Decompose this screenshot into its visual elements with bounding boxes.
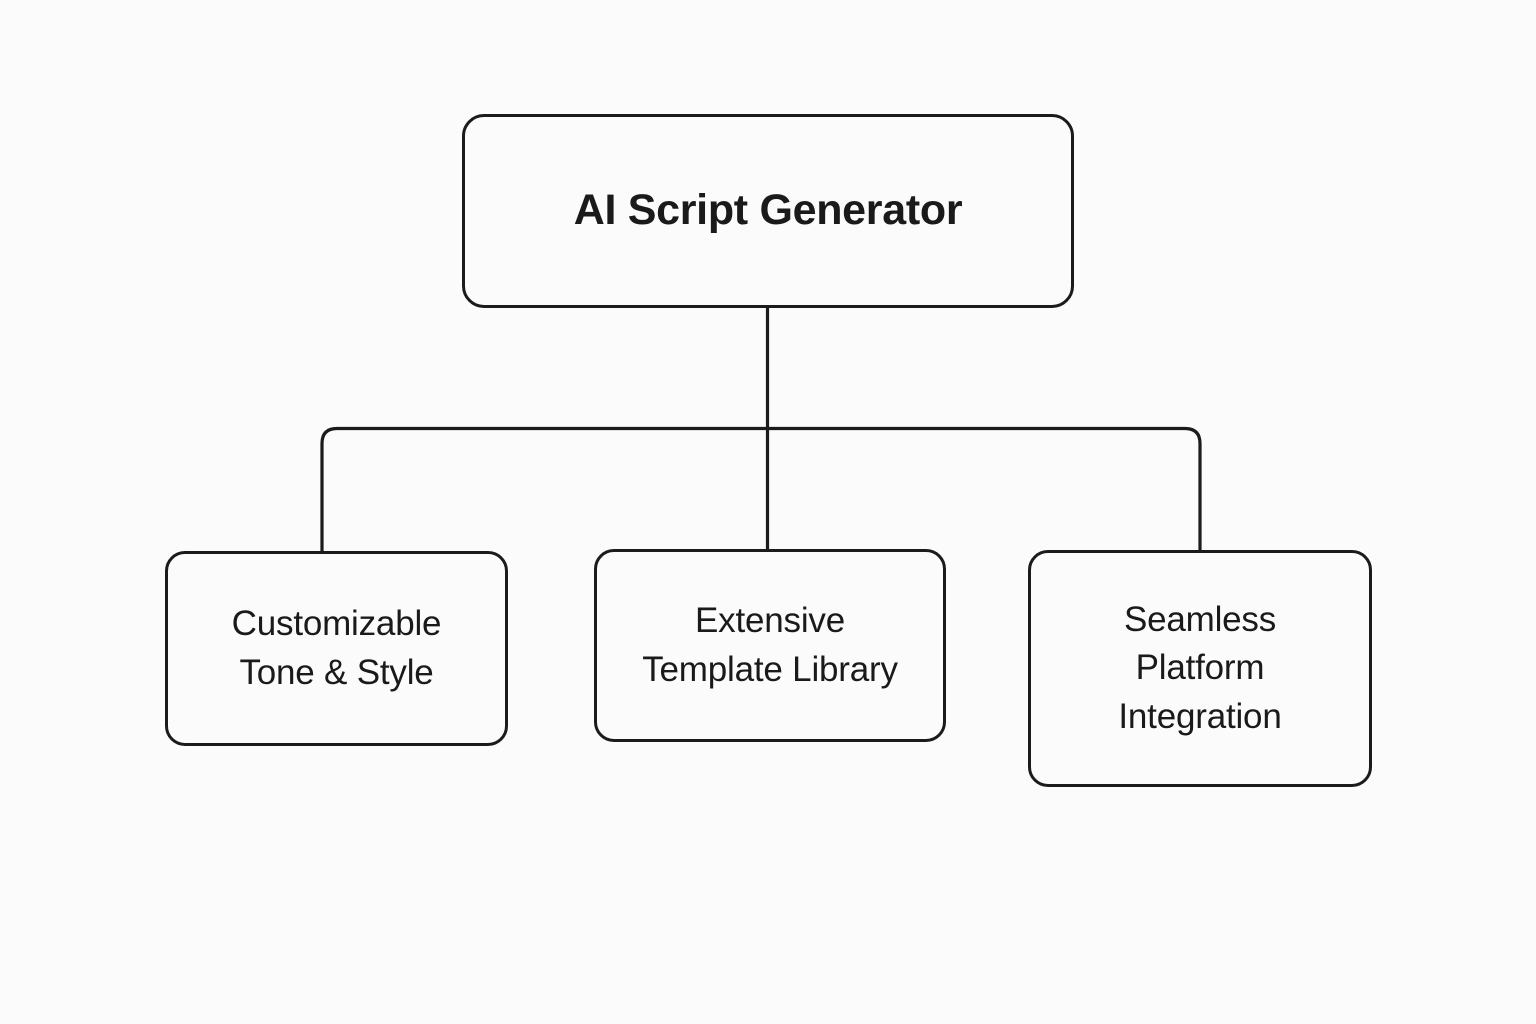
- node-root-ai-script-generator[interactable]: AI Script Generator: [462, 114, 1074, 308]
- node-child-seamless-platform-integration[interactable]: Seamless Platform Integration: [1028, 550, 1372, 787]
- connector-bus-right: [767, 426, 1202, 550]
- node-child-1-label: Customizable Tone & Style: [231, 604, 442, 692]
- node-child-extensive-template-library[interactable]: Extensive Template Library: [594, 549, 946, 742]
- node-child-2-label: Extensive Template Library: [642, 601, 898, 689]
- node-child-3-label: Seamless Platform Integration: [1118, 600, 1282, 736]
- node-child-customizable-tone-style[interactable]: Customizable Tone & Style: [165, 551, 508, 746]
- node-root-label: AI Script Generator: [573, 186, 963, 235]
- connector-bus-left: [320, 426, 768, 551]
